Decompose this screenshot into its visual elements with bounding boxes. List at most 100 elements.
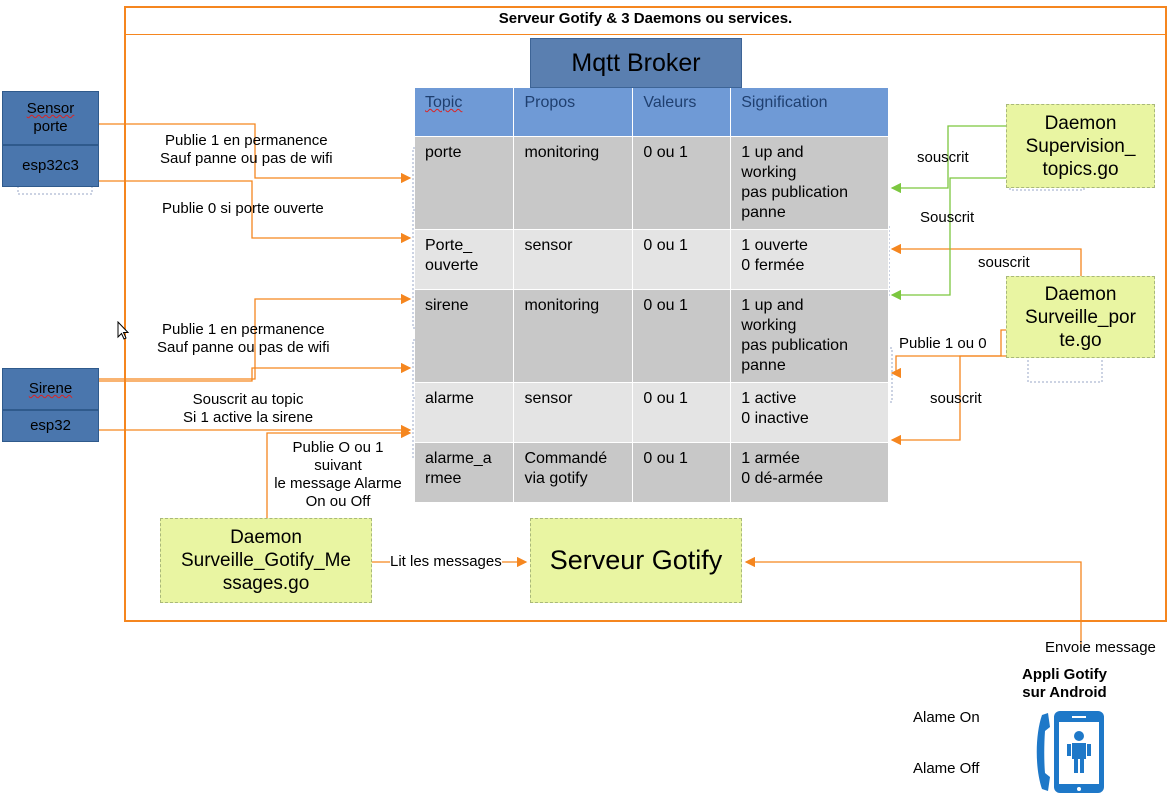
sig-line: 0 dé-armée	[741, 469, 824, 487]
arrow-supervision-to-sirene	[890, 177, 1006, 301]
label-line: Sauf panne ou pas de wifi	[160, 150, 333, 167]
label-line: sur Android	[1022, 684, 1107, 701]
gotify-server-title: Serveur Gotify	[549, 545, 723, 575]
label-line: Souscrit au topic	[192, 391, 304, 408]
propos-line: Commandé	[524, 449, 608, 467]
cell-topic: sirene	[415, 288, 515, 382]
topic-line: rmee	[425, 469, 462, 487]
esp32-box: esp32	[2, 410, 99, 442]
sig-line: pas publication	[741, 336, 848, 354]
sig-line: 0 fermée	[741, 256, 805, 274]
arrow-esp32c3-to-porte-ouverte	[98, 180, 412, 244]
arrow-sensor-porte-to-porte	[98, 123, 412, 184]
arrow-surveille-porte-to-porte-ouverte	[890, 243, 1082, 276]
daemon-supervision-line1: Daemon	[1044, 112, 1117, 134]
cell-valeurs: 0 ou 1	[632, 228, 732, 289]
header-propos: Propos	[513, 88, 634, 136]
label-alarme-off: Alame Off	[913, 760, 980, 777]
label-line: Si 1 active la sirene	[183, 409, 314, 426]
cell-valeurs: 0 ou 1	[632, 381, 732, 442]
label-souscrit-4: souscrit	[930, 390, 982, 407]
cell-valeurs: 0 ou 1	[632, 288, 732, 382]
daemon-supervision-line3: topics.go	[1042, 158, 1119, 180]
phone-icon	[1036, 711, 1104, 793]
daemon-surveille-porte-line2: Surveille_por	[1025, 306, 1136, 328]
label-souscrit-2: Souscrit	[920, 209, 975, 226]
cell-signification: 1 armée 0 dé-armée	[730, 441, 889, 502]
label-line: Sauf panne ou pas de wifi	[157, 339, 330, 356]
label-publie-1-ou-0: Publie 1 ou 0	[899, 335, 987, 352]
label-souscrit-3: souscrit	[978, 254, 1030, 271]
sig-line: 1 up and	[741, 143, 804, 161]
label-line: Appli Gotify	[1022, 666, 1107, 683]
daemon-supervision-line2: Supervision_	[1025, 135, 1136, 157]
daemon-surveille-gotify-line1: Daemon	[230, 527, 302, 548]
cell-propos: sensor	[513, 228, 634, 289]
sig-line: panne	[741, 356, 786, 374]
esp32c3-label: esp32c3	[22, 157, 79, 174]
cell-signification: 1 active 0 inactive	[730, 381, 889, 442]
label-line: Publie O ou 1	[292, 439, 384, 456]
cell-propos: sensor	[513, 381, 634, 442]
sig-line: 1 active	[741, 389, 797, 407]
cell-valeurs: 0 ou 1	[632, 135, 732, 229]
label-publie-0: Publie 0 si porte ouverte	[162, 200, 324, 217]
sensor-porte-label-line2: porte	[33, 118, 68, 135]
mqtt-broker-box: Mqtt Broker	[530, 38, 742, 88]
label-line: le message Alarme	[274, 475, 402, 492]
label-alarme-on: Alame On	[913, 709, 980, 726]
topics-table: Topic Propos Valeurs Signification porte…	[415, 88, 889, 502]
cell-propos: Commandé via gotify	[513, 441, 634, 502]
topics-table-header: Topic Propos Valeurs Signification	[415, 88, 889, 136]
label-line: suivant	[314, 457, 362, 474]
sig-line: working	[741, 163, 797, 181]
arrow-appli-to-server	[744, 556, 1082, 648]
header-valeurs: Valeurs	[632, 88, 732, 136]
topic-line: Porte_	[425, 236, 473, 254]
header-signification: Signification	[730, 88, 889, 136]
cell-signification: 1 ouverte 0 fermée	[730, 228, 889, 289]
arrow-daemon-gotify-to-alarme	[266, 427, 412, 518]
cell-topic: Porte_ouverte	[415, 228, 515, 289]
table-row: Porte_ouverte sensor 0 ou 1 1 ouverte 0 f…	[415, 228, 889, 289]
daemon-surveille-porte-line1: Daemon	[1044, 283, 1117, 305]
sig-line: pas publication	[741, 183, 848, 201]
cell-propos: monitoring	[513, 288, 634, 382]
cursor-icon	[117, 321, 130, 340]
sirene-label: Sirene	[28, 380, 73, 397]
arrow-surveille-porte-to-alarme	[890, 355, 1006, 446]
topic-line: alarme_a	[425, 449, 492, 467]
label-lit-messages: Lit les messages	[390, 553, 502, 571]
arrow-supervision-to-porte	[890, 125, 1006, 194]
sig-line: 1 ouverte	[741, 236, 808, 254]
gotify-server-box: Serveur Gotify	[530, 518, 742, 603]
daemon-surveille-gotify-line3: ssages.go	[222, 573, 310, 594]
arrow-sirene-to-sirene-topic-2	[98, 362, 412, 382]
system-frame	[124, 6, 1167, 622]
header-topic: Topic	[415, 88, 515, 136]
esp32c3-box: esp32c3	[2, 145, 99, 187]
sensor-porte-label-line1: Sensor	[26, 100, 75, 117]
sig-line: working	[741, 316, 797, 334]
frame-title: Serveur Gotify & 3 Daemons ou services.	[498, 10, 793, 27]
sig-line: 1 armée	[741, 449, 800, 467]
sig-line: 0 inactive	[741, 409, 809, 427]
sirene-box: Sirene	[2, 368, 99, 410]
mqtt-broker-title: Mqtt Broker	[571, 48, 701, 77]
label-line: Publie 1 en permanence	[165, 132, 328, 149]
cell-propos: monitoring	[513, 135, 634, 229]
propos-line: via gotify	[524, 469, 588, 487]
